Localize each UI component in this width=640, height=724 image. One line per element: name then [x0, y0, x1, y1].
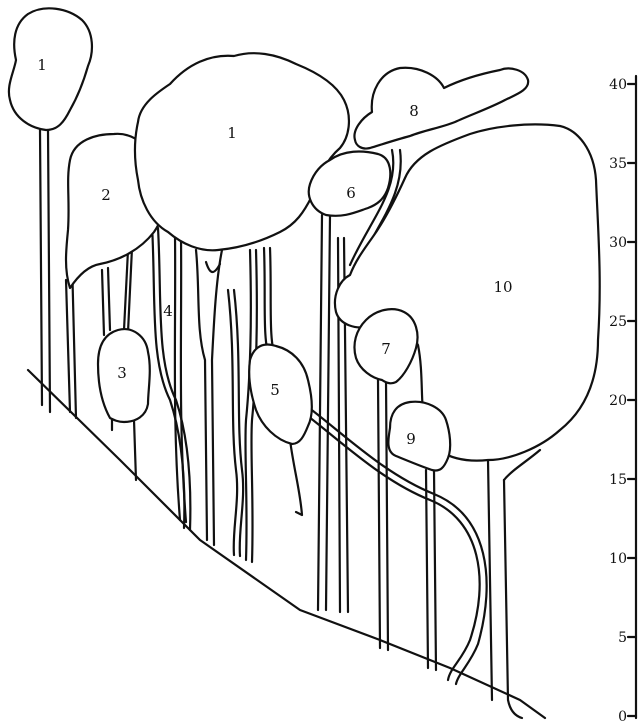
tree-label-5: 5 — [270, 381, 280, 399]
tree-label-7: 7 — [381, 340, 391, 358]
scale-tick-label-40: 40 — [609, 77, 627, 93]
crown-9 — [388, 402, 450, 471]
tree-label-10: 10 — [493, 278, 512, 296]
scale-tick-label-30: 30 — [609, 235, 627, 251]
scale-tick-label-35: 35 — [609, 156, 627, 172]
tree-label-1a: 1 — [37, 56, 47, 74]
tree-label-1b: 1 — [227, 124, 237, 142]
scale-tick-label-10: 10 — [609, 551, 627, 567]
scale-ticks: 0 5 10 15 20 25 30 35 40 — [609, 77, 636, 724]
tree-label-3: 3 — [117, 364, 127, 382]
tree-label-9: 9 — [406, 430, 416, 448]
crown-1-left — [9, 8, 92, 130]
tree-label-8: 8 — [409, 102, 419, 120]
scale-tick-label-25: 25 — [609, 314, 627, 330]
crowns — [9, 8, 600, 470]
tree-label-4: 4 — [163, 302, 173, 320]
scale-tick-label-5: 5 — [618, 630, 627, 646]
height-scale: 0 5 10 15 20 25 30 35 40 — [609, 76, 636, 724]
crown-5 — [249, 345, 312, 444]
tree-label-6: 6 — [346, 184, 356, 202]
crown-1-main — [135, 53, 349, 250]
scale-tick-label-20: 20 — [609, 393, 627, 409]
scale-tick-label-15: 15 — [609, 472, 627, 488]
tree-label-2: 2 — [101, 186, 111, 204]
scale-tick-label-0: 0 — [618, 709, 627, 724]
